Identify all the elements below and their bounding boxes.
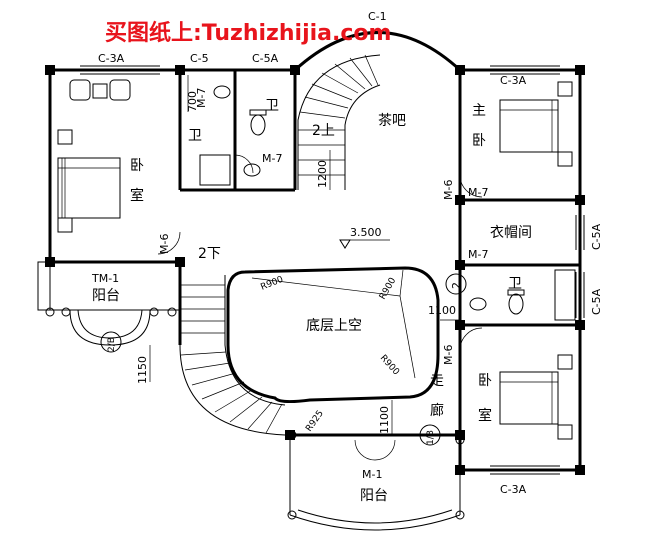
tag-c3a-top-left: C-3A — [98, 52, 125, 65]
stair-up-label: 2上 — [312, 123, 335, 139]
room-bath-upper-2: 卫 — [188, 128, 202, 144]
tag-m1: M-1 — [362, 468, 382, 481]
room-master-2: 卧 — [472, 133, 486, 149]
grid-2: 2 — [450, 282, 463, 289]
radius-r900-b: R900 — [378, 276, 399, 302]
grid-1b: 1/B — [426, 430, 436, 445]
doors — [157, 154, 483, 461]
right-bed — [499, 354, 573, 440]
tag-c5a-right-lower: C-5A — [590, 288, 603, 315]
room-bedroom-right-1: 卧 — [478, 373, 492, 389]
grid-bubble-2b — [100, 331, 122, 353]
master-bed — [499, 81, 573, 167]
tag-c5-top: C-5 — [190, 52, 209, 65]
room-labels: 卧 室 卫 卫 茶吧 主 卧 衣帽间 卫 底层上空 走 廊 卧 室 阳台 阳台 — [92, 98, 532, 504]
room-balcony-bottom: 阳台 — [360, 488, 388, 504]
radius-r925: R925 — [304, 409, 326, 434]
tag-m6-right-lower: M-6 — [442, 345, 455, 365]
dim-1200: 1200 — [316, 160, 329, 188]
tag-m7-right-b: M-7 — [468, 248, 488, 261]
tag-tm1: TM-1 — [91, 272, 119, 285]
dimension-lines — [149, 75, 460, 435]
window-door-tags: C-3A C-5 C-5A C-1 C-3A C-3A C-5A C-5A M-… — [91, 10, 603, 496]
stair-down-label: 2下 — [198, 246, 221, 262]
windows — [80, 65, 585, 475]
radius-r900-c: R900 — [378, 353, 401, 377]
room-void: 底层上空 — [306, 318, 362, 334]
dim-1150: 1150 — [136, 356, 149, 384]
tag-m6-left: M-6 — [158, 234, 171, 254]
room-corridor-2: 廊 — [430, 402, 444, 419]
left-balcony — [37, 261, 180, 346]
tag-c5a-top: C-5A — [252, 52, 279, 65]
room-bedroom-right-2: 室 — [478, 407, 492, 424]
grid-bubble-2 — [445, 273, 467, 295]
tag-m7-right-a: M-7 — [468, 186, 488, 199]
room-bedroom-left-2: 室 — [130, 187, 144, 204]
tag-c3a-top-right: C-3A — [500, 74, 527, 87]
room-master-1: 主 — [472, 103, 486, 119]
room-bath-upper-1: 卫 — [265, 98, 279, 114]
void-outline — [226, 266, 440, 404]
tag-c1-top: C-1 — [368, 10, 387, 23]
grid-bubble-1b — [419, 424, 441, 446]
tag-m7-mid: M-7 — [262, 152, 282, 165]
room-bedroom-left-1: 卧 — [130, 158, 144, 174]
tag-c3a-bottom: C-3A — [500, 483, 527, 496]
grid-2b: 2/B — [107, 337, 117, 352]
room-corridor-1: 走 — [430, 373, 444, 389]
tag-m6-right-upper: M-6 — [442, 180, 455, 200]
watermark: 买图纸上:Tuzhizhijia.com — [105, 20, 391, 46]
seating — [69, 79, 131, 101]
room-tea-bar: 茶吧 — [378, 113, 406, 129]
room-bath-right: 卫 — [508, 276, 522, 292]
tag-c5a-right-upper: C-5A — [590, 223, 603, 250]
bottom-balcony — [287, 430, 465, 531]
lower-stair — [179, 275, 286, 436]
tag-m7-upper: M-7 — [195, 88, 208, 108]
room-wardrobe: 衣帽间 — [490, 225, 532, 241]
dim-700: 700 — [186, 91, 199, 112]
level-mark: 3.500 — [350, 226, 382, 239]
room-balcony-left: 阳台 — [92, 288, 120, 304]
bath-fixtures — [199, 85, 576, 321]
dim-1100-v: 1100 — [378, 406, 391, 434]
upper-stair — [297, 54, 381, 190]
radius-r900-a: R900 — [259, 275, 285, 293]
dim-1100-h: 1100 — [428, 304, 456, 317]
outer-walls — [48, 68, 582, 472]
left-bed — [57, 129, 121, 233]
